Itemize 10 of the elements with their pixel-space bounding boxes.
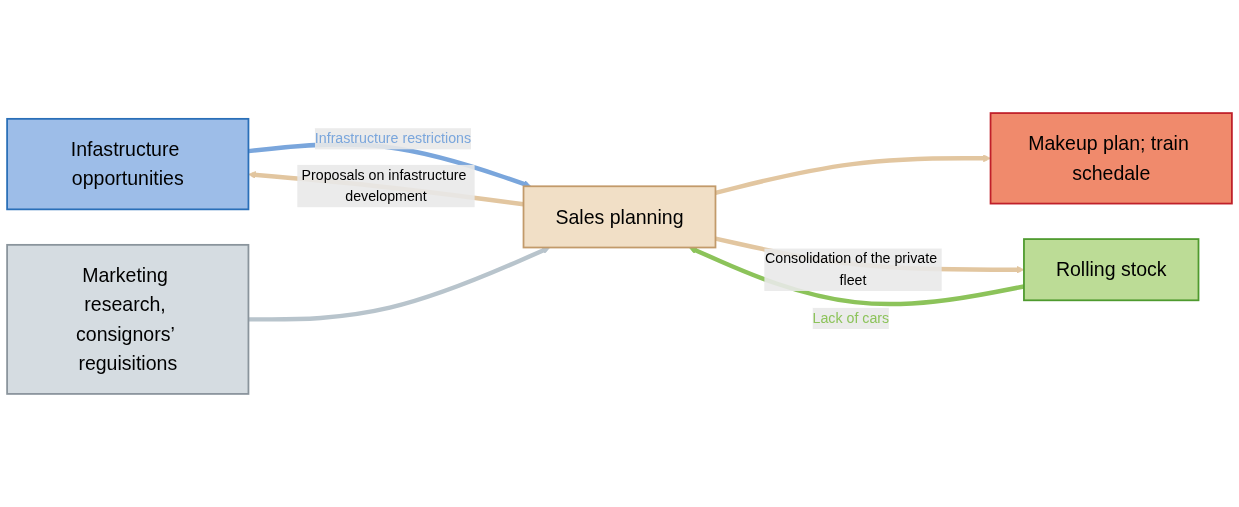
edge-label: Proposals on infastructure development [301, 167, 467, 204]
node-box: Marketing research, consignors’ reguisitions [6, 243, 250, 395]
node-box: Makeup plan; train schedale [989, 112, 1233, 205]
edge-label: Lack of cars [812, 310, 890, 326]
arrow [248, 246, 551, 322]
node-box: Rolling stock [1023, 238, 1200, 302]
edge-label: Infrastructure restrictions [314, 130, 472, 146]
edge-label: Consolidation of the private fleet [765, 251, 938, 288]
node-box: Sales planning [522, 185, 717, 249]
node-box: Infastructure opportunities [6, 117, 250, 211]
